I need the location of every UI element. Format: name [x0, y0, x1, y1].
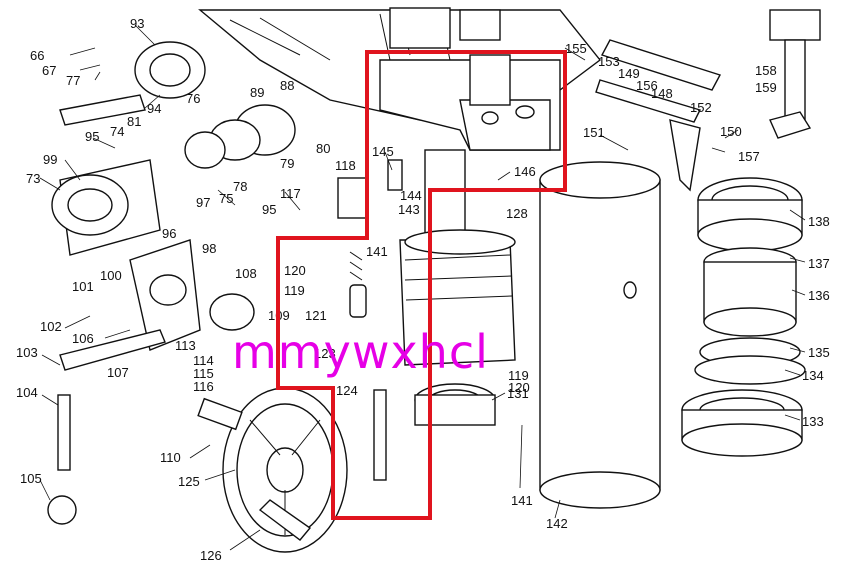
bracket-drawing [59, 239, 255, 371]
callout-label: 137 [808, 256, 830, 271]
callout-label: 104 [16, 385, 38, 400]
callout-label: 105 [20, 471, 42, 486]
callout-label: 143 [398, 202, 420, 217]
callout-label: 128 [506, 206, 528, 221]
callout-label: 67 [42, 63, 56, 78]
callout-label: 96 [162, 226, 176, 241]
watermark-text: mmywxhcl [232, 325, 489, 379]
callout-label: 107 [107, 365, 129, 380]
callout-label: 120 [284, 263, 306, 278]
callout-label: 79 [280, 156, 294, 171]
callout-label: 73 [26, 171, 40, 186]
callout-label: 101 [72, 279, 94, 294]
callout-label: 119 [508, 368, 529, 383]
callout-label: 159 [755, 80, 777, 95]
callout-label: 113 [175, 338, 196, 353]
callout-label: 110 [160, 450, 181, 465]
callout-label: 78 [233, 179, 247, 194]
callout-label: 95 [262, 202, 276, 217]
callout-labels: 66 67 77 93 94 76 81 74 95 99 73 88 89 7… [16, 16, 830, 563]
detent-parts-drawing [337, 159, 403, 481]
callout-label: 117 [280, 186, 301, 201]
callout-label: 98 [202, 241, 216, 256]
handwheel-drawing [197, 387, 348, 553]
callout-label: 158 [755, 63, 777, 78]
callout-label: 123 [314, 346, 336, 361]
callout-label: 76 [186, 91, 200, 106]
callout-label: 77 [66, 73, 80, 88]
callout-label: 94 [147, 101, 161, 116]
callout-label: 134 [802, 368, 824, 383]
callout-label: 125 [178, 474, 200, 489]
callout-label: 75 [219, 191, 233, 206]
callout-label: 121 [305, 308, 327, 323]
lever-pin-drawing [47, 394, 77, 525]
callout-label: 145 [372, 144, 394, 159]
callout-label: 99 [43, 152, 57, 167]
callout-label: 102 [40, 319, 62, 334]
callout-label: 138 [808, 214, 830, 229]
callout-label: 119 [284, 283, 305, 298]
bearing-stack-drawing [681, 177, 806, 457]
leader-lines [39, 24, 806, 551]
callout-label: 95 [85, 129, 99, 144]
left-gearbox-drawing [51, 41, 296, 256]
callout-label: 149 [618, 66, 640, 81]
callout-label: 88 [280, 78, 294, 93]
callout-label: 118 [335, 158, 356, 173]
callout-label: 141 [511, 493, 533, 508]
callout-label: 97 [196, 195, 210, 210]
callout-label: 152 [690, 100, 712, 115]
callout-label: 135 [808, 345, 830, 360]
callout-label: 151 [583, 125, 605, 140]
callout-label: 115 [193, 366, 214, 381]
callout-label: 126 [200, 548, 222, 563]
callout-label: 80 [316, 141, 330, 156]
callout-label: 146 [514, 164, 536, 179]
callout-label: 108 [235, 266, 257, 281]
callout-label: 157 [738, 149, 760, 164]
callout-label: 124 [336, 383, 358, 398]
callout-label: 81 [127, 114, 141, 129]
callout-label: 106 [72, 331, 94, 346]
callout-label: 131 [507, 386, 529, 401]
callout-label: 148 [651, 86, 673, 101]
callout-label: 120 [508, 380, 530, 395]
callout-label: 66 [30, 48, 44, 63]
callout-label: 114 [193, 353, 214, 368]
callout-label: 155 [565, 41, 587, 56]
upper-right-shafts-drawing [595, 9, 821, 192]
cylinder-142-drawing [539, 161, 661, 509]
callout-label: 150 [720, 124, 742, 139]
callout-label: 156 [636, 78, 658, 93]
callout-label: 153 [598, 54, 620, 69]
callout-label: 93 [130, 16, 144, 31]
callout-label: 89 [250, 85, 264, 100]
callout-label: 141 [366, 244, 388, 259]
highlight-outline [276, 50, 567, 520]
callout-label: 142 [546, 516, 568, 531]
callout-label: 116 [193, 379, 214, 394]
callout-label: 144 [400, 188, 422, 203]
callout-label: 100 [100, 268, 122, 283]
callout-label: 74 [110, 124, 124, 139]
callout-label: 103 [16, 345, 38, 360]
callout-label: 136 [808, 288, 830, 303]
callout-label: 133 [802, 414, 824, 429]
